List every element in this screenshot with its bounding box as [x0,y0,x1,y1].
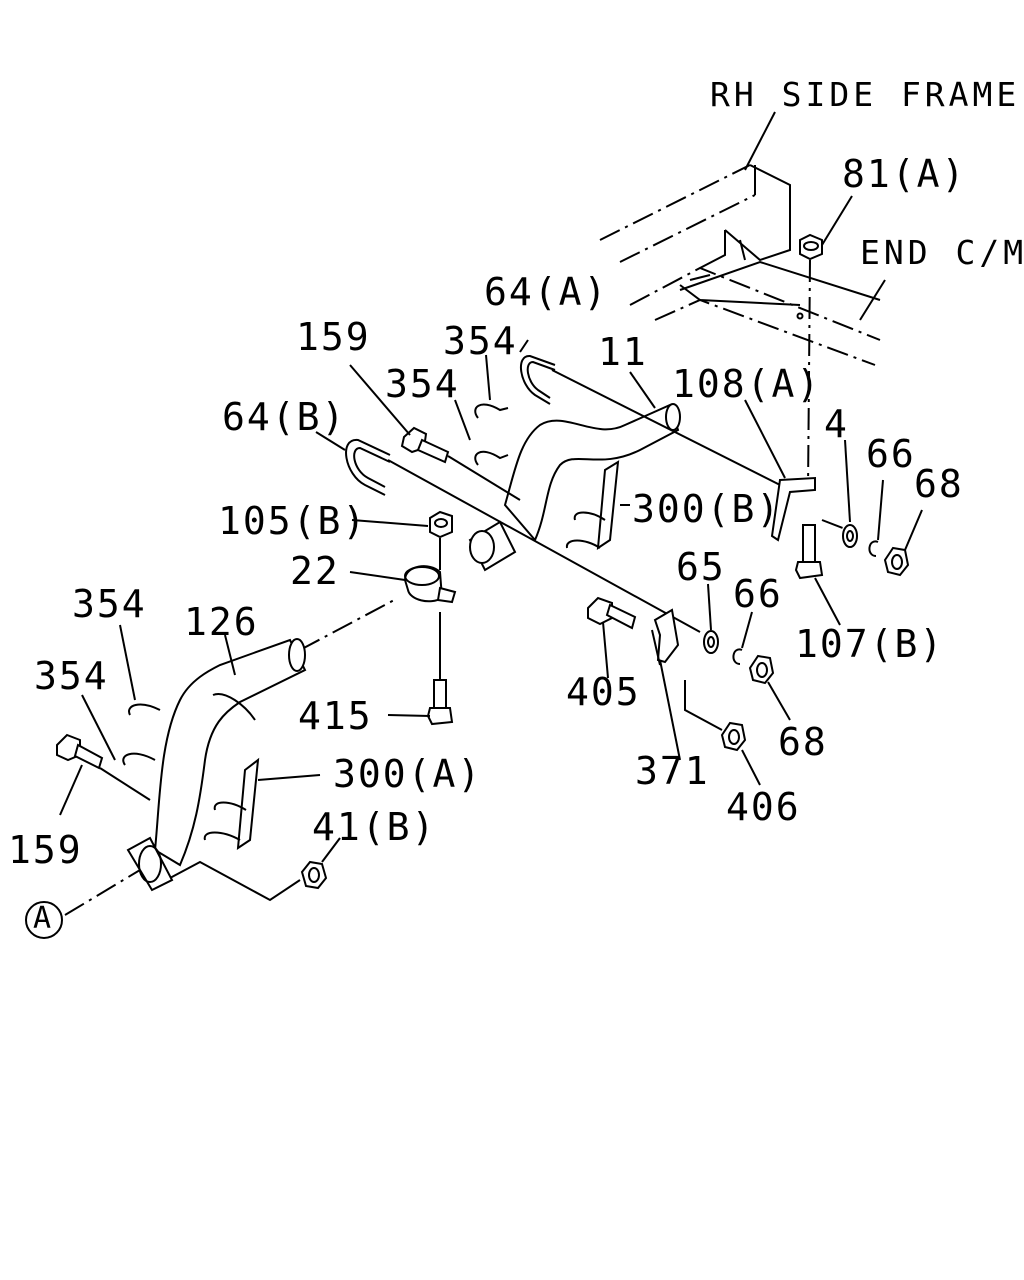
nut-68-top [883,509,923,577]
clamp-354-lower [81,624,161,766]
bolt-159-top [349,364,450,464]
callout-22: 22 [290,549,340,593]
callout-66-top: 66 [866,432,916,476]
stud-axis-line [807,259,811,491]
bolt-159-bottom [56,733,151,816]
flange [126,836,174,892]
reference-a-label: A [33,901,52,936]
callout-354-b: 354 [385,362,460,406]
clamp-354-upper [454,354,509,466]
caption-rh-side-frame: RH SIDE FRAME [710,75,1021,114]
u-bolt-64a [519,339,556,405]
bracket-108a [744,399,816,542]
callout-64a: 64(A) [484,270,609,314]
callout-405: 405 [566,670,641,714]
u-bolt-axis-b [387,459,701,633]
callout-354-d: 354 [34,654,109,698]
callout-105b: 105(B) [218,499,368,543]
u-bolt-64b [315,431,391,496]
spring-washer-66-mid [732,611,753,665]
bracket-371 [651,608,723,761]
bolt-405 [587,596,637,679]
callout-354-c: 354 [72,582,147,626]
pipe-126 [153,634,307,867]
callout-81a: 81(A) [842,152,967,196]
nut-105b [351,510,453,539]
callout-415: 415 [298,694,373,738]
stud-107b [794,524,841,626]
callout-300b: 300(B) [632,487,782,531]
nut-81a [799,195,853,261]
ref-a-leader [64,869,141,916]
bolt-159-axis [447,455,521,501]
washer-axis [821,519,849,531]
callout-11: 11 [598,330,648,374]
spring-washer-66-top [868,479,884,557]
clamp-axis [299,597,399,651]
nut-68-mid [748,654,791,721]
nut-406 [720,721,761,786]
washer-65 [703,583,719,654]
reference-a-circle [25,901,63,939]
end-cm-leader [859,279,886,321]
caption-end-cm: END C/M [860,233,1024,272]
rh-side-frame-leader [744,111,776,171]
callout-108a: 108(A) [672,362,822,406]
callout-406: 406 [726,785,801,829]
washer-4 [842,439,858,548]
side-frame [599,164,881,366]
callout-68-mid: 68 [778,720,828,764]
callout-354-a: 354 [443,319,518,363]
pipe-11 [503,371,681,542]
callout-300a: 300(A) [333,752,483,796]
callout-41b: 41(B) [312,805,437,849]
flange-stud-line [169,860,301,902]
callout-66-mid: 66 [733,572,783,616]
callout-4: 4 [824,402,849,446]
callout-159-top: 159 [296,315,371,359]
bracket-300a [203,757,321,850]
bolt-415 [387,612,454,726]
clamp-22 [349,565,457,604]
nut-41b [300,837,341,890]
callout-107b: 107(B) [795,622,945,666]
callout-65: 65 [676,545,726,589]
callout-68-top: 68 [914,462,964,506]
stud-hole [796,312,804,320]
callout-159-bottom: 159 [8,828,83,872]
sleeve [468,520,517,572]
u-bolt-axis-a [551,369,791,491]
callout-126: 126 [184,600,259,644]
callout-64b: 64(B) [222,395,347,439]
callout-371: 371 [635,749,710,793]
bracket-300b [565,460,630,550]
